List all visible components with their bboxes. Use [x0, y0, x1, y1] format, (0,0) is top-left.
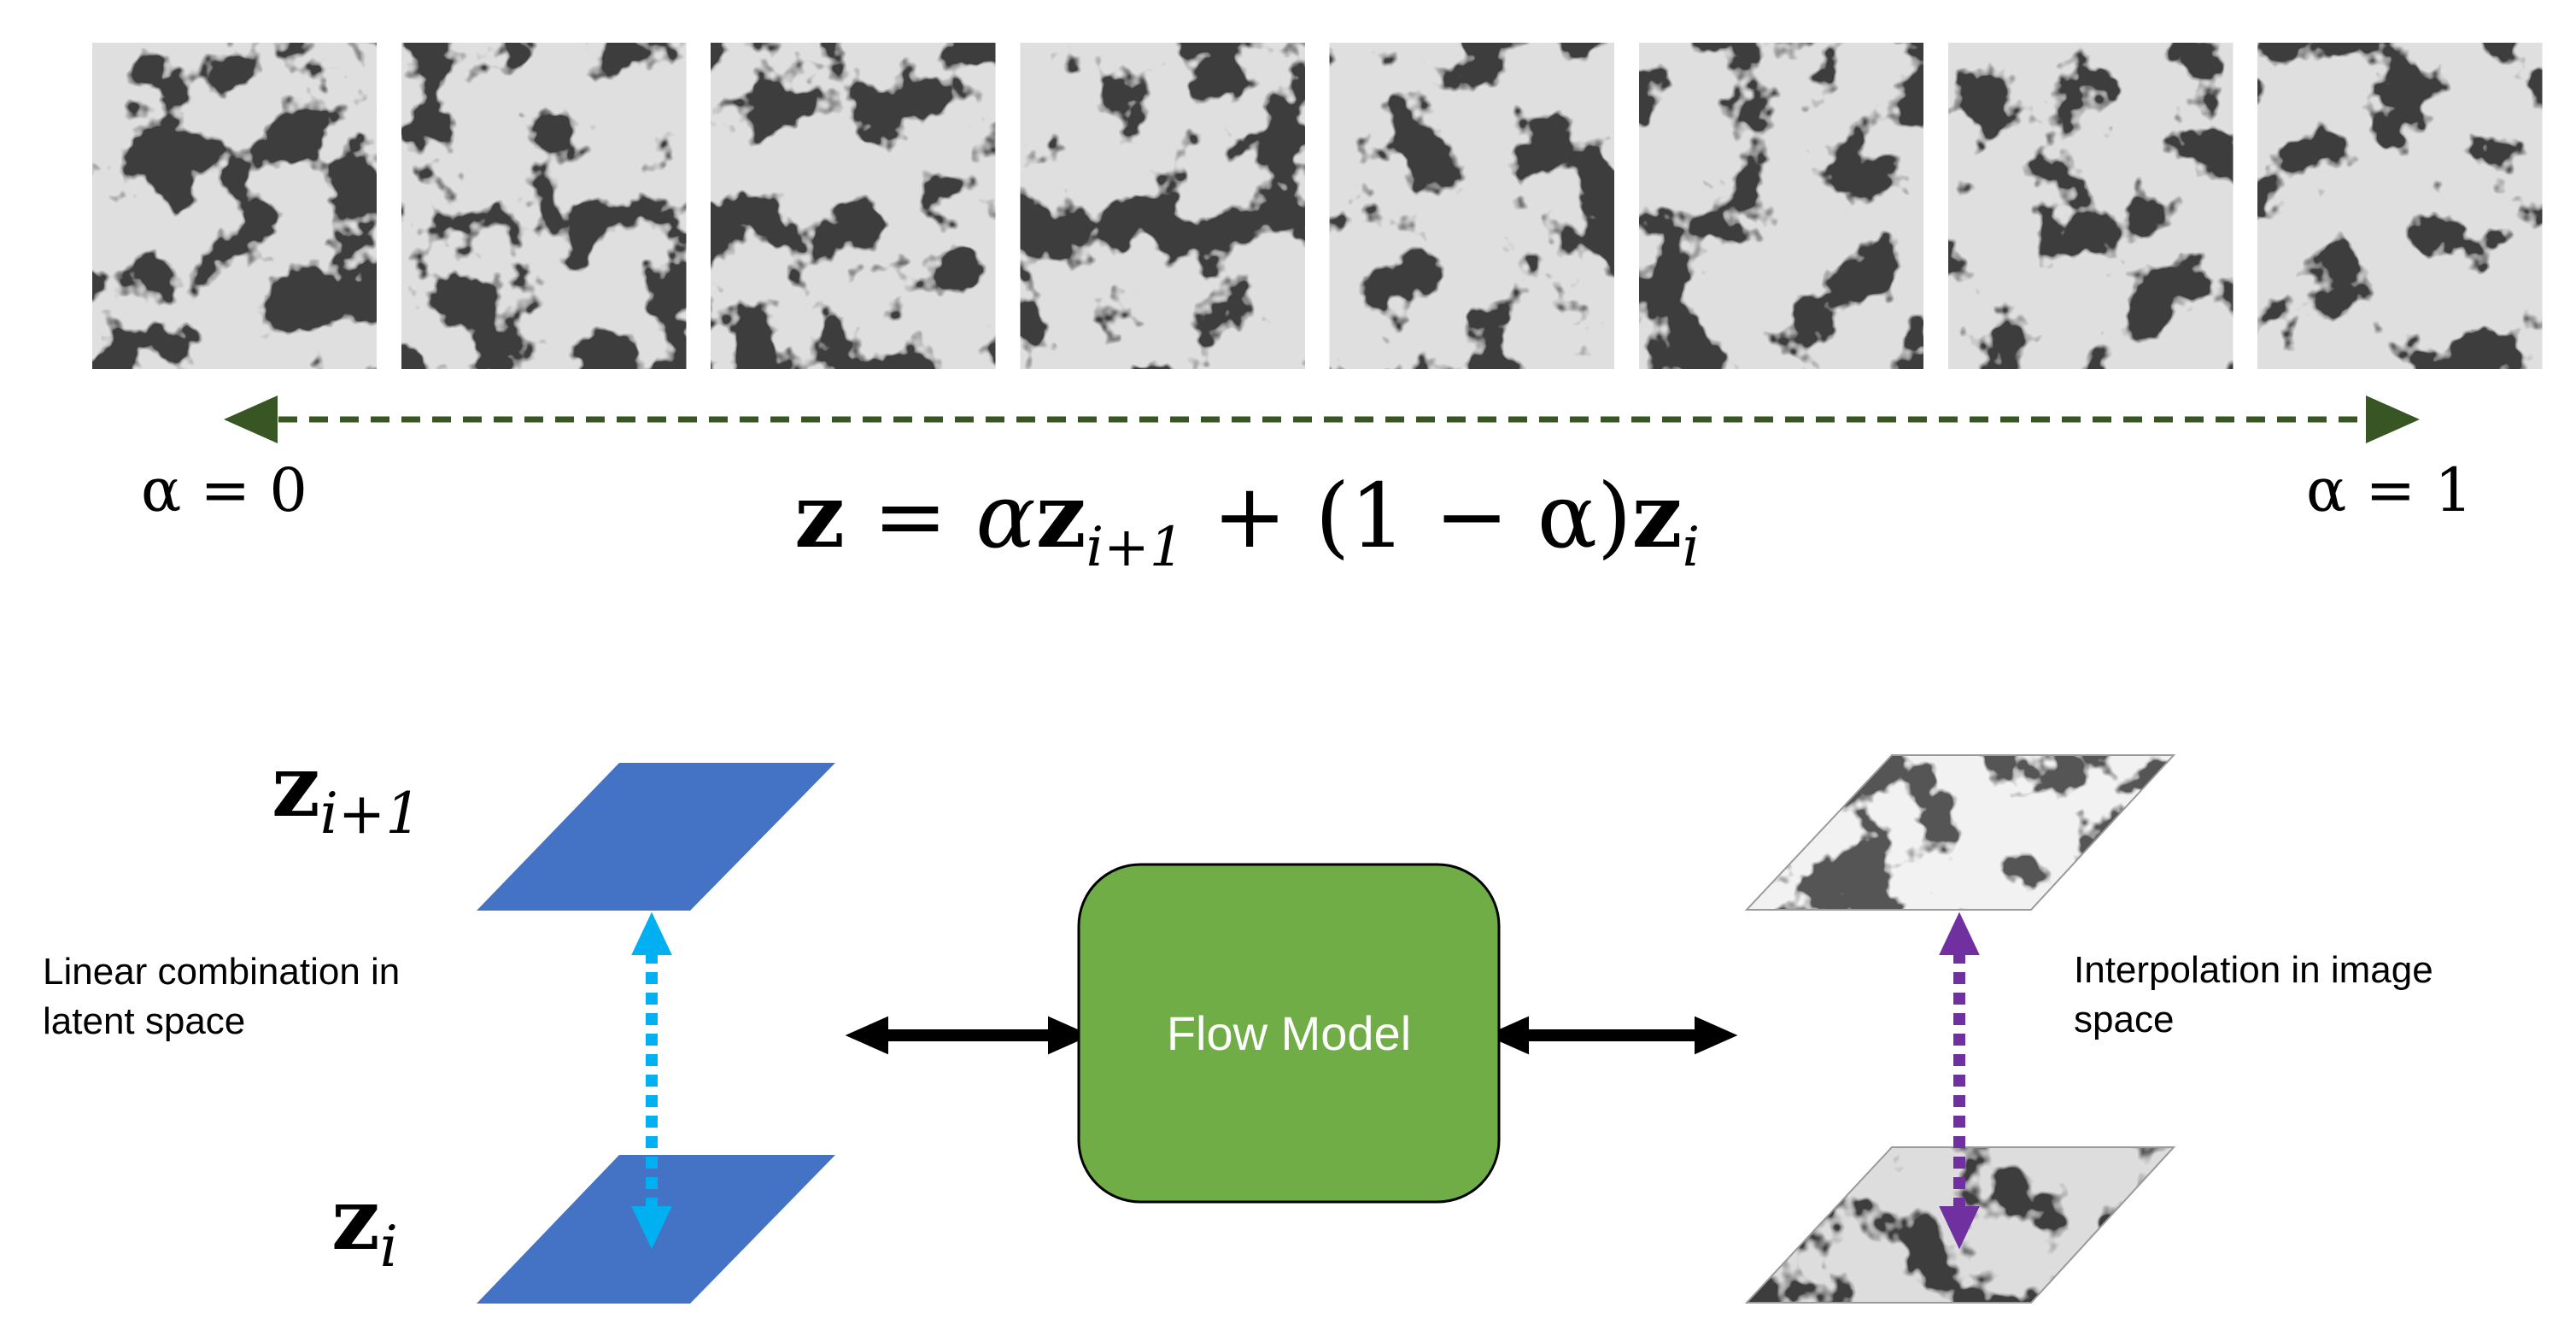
interpolation-frame-2: [401, 43, 687, 369]
flow-model-label: Flow Model: [1167, 1006, 1411, 1060]
interpolation-frame-7: [1948, 43, 2234, 369]
interpolation-frame-5: [1329, 43, 1614, 369]
interpolation-frame-8: [2257, 43, 2543, 369]
interpolation-frames: [92, 43, 2543, 369]
image-caption: Interpolation in image space: [2074, 949, 2444, 1040]
alpha-end-label: α = 1: [2306, 455, 2473, 525]
interpolation-frame-6: [1639, 43, 1923, 369]
interpolation-frame-4: [1020, 43, 1305, 369]
latent-caption: Linear combination in latent space: [43, 951, 411, 1042]
interpolation-formula: z = αzi+1 + (1 − α)zi: [794, 463, 1700, 579]
z-top-label: zi+1: [272, 735, 421, 847]
alpha-start-label: α = 0: [141, 455, 307, 525]
flow-model-box: [1077, 863, 1501, 1204]
z-bottom-label: zi: [331, 1169, 398, 1280]
latent-plane-top: [477, 763, 835, 911]
interpolation-frame-1: [92, 43, 377, 369]
image-plane-top: [1744, 754, 2176, 911]
interpolation-frame-3: [711, 43, 996, 369]
